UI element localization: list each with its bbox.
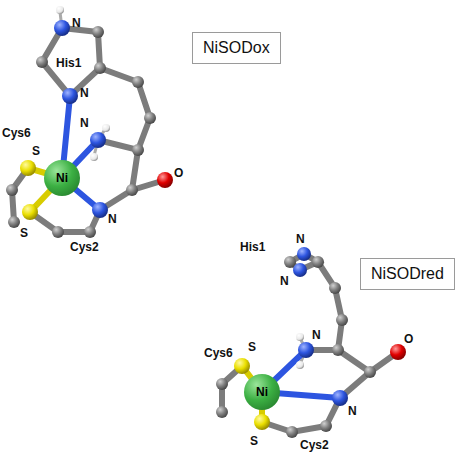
carbon-atom [132,76,144,88]
atom-label: N [72,16,81,30]
carbon-atom [126,184,138,196]
carbon-atom [144,112,156,124]
residue-label: Cys2 [300,438,329,452]
nitrogen-atom [90,132,106,148]
atom-label: O [174,166,183,180]
bond [42,28,100,96]
carbon-atom [92,26,104,38]
state-title: NiSODox [203,39,270,56]
atom-label: N [80,116,89,130]
nickel-atom: Ni [44,160,80,196]
carbon-atom [286,426,298,438]
sulfur-atom [234,358,250,374]
atom-label: N [312,328,321,342]
sulfur-atom [20,160,36,176]
atom-label: O [404,332,413,346]
atom-label: N [108,212,117,226]
hydrogen-atom [296,361,304,369]
carbon-atom [8,216,20,228]
carbon-atom [332,344,344,356]
atom-label: S [250,434,258,448]
carbon-atom [94,62,106,74]
atom-label: N [296,232,305,246]
residue-label: Cys2 [70,240,99,254]
hydrogen-atom [296,333,304,341]
residue-label: Cys6 [2,126,31,140]
nitrogen-atom [332,390,348,406]
state-title: NiSODred [371,265,444,282]
bonds [12,12,398,432]
oxygen-atom [157,172,173,188]
hydrogen-atom [56,6,64,14]
sulfur-atom [254,414,270,430]
ni-bonds [28,96,340,422]
sulfur-atom [22,204,38,220]
carbon-atom [364,366,376,378]
carbon-atom [216,406,228,418]
hydrogen-atom [102,124,110,132]
carbon-atom [52,226,64,238]
atom-label: N [348,404,357,418]
bond [262,372,370,432]
atom-label: S [32,144,40,158]
nickel-atom: Ni [244,374,280,410]
nitrogen-atom [293,263,307,277]
carbon-atom [329,282,341,294]
oxygen-atom [390,344,406,360]
atom-label: S [248,340,256,354]
residue-label: His1 [56,56,81,70]
carbon-atom [132,144,144,156]
residue-label: Cys6 [204,346,233,360]
carbon-atom [6,184,18,196]
atoms [6,6,406,438]
carbon-atom [84,226,96,238]
hydrogen-atom [90,153,98,161]
carbon-atom [336,314,348,326]
bond [306,262,342,350]
atom-label: S [20,226,28,240]
residue-label: His1 [240,240,265,254]
state-title-box: NiSODred [360,258,455,290]
nitrogen-atom [297,247,311,261]
nitrogen-atom [298,342,314,358]
atom-symbol: Ni [56,171,68,185]
carbon-atom [312,256,324,268]
nitrogen-atom [54,20,70,36]
atom-label: N [280,274,289,288]
carbon-atom [320,420,332,432]
carbon-atom [216,378,228,390]
carbon-atom [36,56,48,68]
atom-symbol: Ni [256,385,268,399]
nitrogen-atom [62,88,78,104]
state-title-box: NiSODox [192,32,281,64]
atom-label: N [80,86,89,100]
bond [98,68,150,150]
nitrogen-atom [92,202,108,218]
